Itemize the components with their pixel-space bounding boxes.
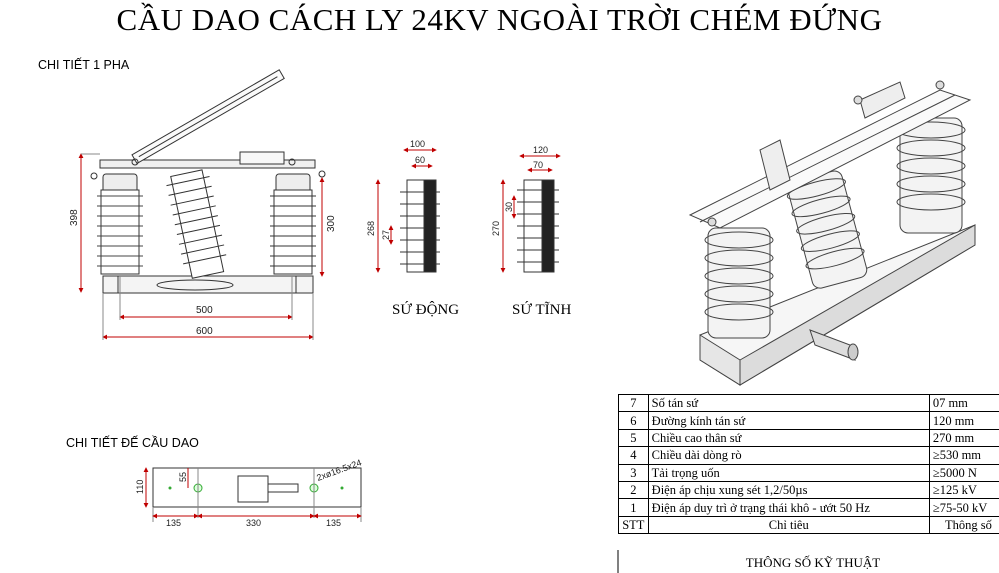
dim-base-left: 135 bbox=[166, 518, 181, 528]
specs-cell-criterion: Tải trọng uốn bbox=[647, 463, 930, 482]
dim-moving-width: 100 bbox=[410, 139, 425, 149]
specs-header-criterion: Chỉ tiêu bbox=[647, 515, 930, 535]
dim-insulator-height: 300 bbox=[326, 215, 337, 232]
specs-cell-criterion: Chiều cao thân sứ bbox=[647, 428, 930, 448]
specs-cell-criterion: Điện áp duy trì ở trạng thái khô - ướt 5… bbox=[647, 498, 930, 517]
right-insulator bbox=[270, 173, 316, 275]
page-title: CẦU DAO CÁCH LY 24KV NGOÀI TRỜI CHÉM ĐỨN… bbox=[116, 2, 883, 37]
specs-header-value: Thông số bbox=[928, 515, 999, 535]
label-moving-insulator: SỨ ĐỘNG bbox=[392, 302, 460, 318]
isometric-view bbox=[688, 80, 976, 386]
specs-cell-value: ≥5000 N bbox=[928, 463, 999, 482]
dim-moving-height: 268 bbox=[366, 221, 376, 236]
specs-cell-stt: 5 bbox=[618, 428, 649, 448]
specs-cell-stt: 6 bbox=[618, 411, 649, 430]
dim-fixed-height: 270 bbox=[491, 221, 501, 236]
dim-span: 500 bbox=[196, 305, 213, 316]
phase-front-view bbox=[78, 69, 326, 340]
dim-fixed-width: 120 bbox=[533, 145, 548, 155]
specs-cell-criterion: Số tán sứ bbox=[647, 393, 930, 413]
dim-fixed-sub: 30 bbox=[504, 202, 514, 212]
specs-cell-value: 270 mm bbox=[928, 428, 999, 448]
specs-cell-value: ≥75-50 kV bbox=[928, 498, 999, 517]
moving-insulator-view bbox=[375, 147, 440, 273]
base-detail-view bbox=[143, 467, 362, 522]
fixed-insulator-view bbox=[500, 153, 561, 273]
specs-cell-stt: 4 bbox=[618, 446, 649, 465]
specs-cell-value: ≥530 mm bbox=[928, 446, 999, 465]
dim-fixed-inner: 70 bbox=[533, 160, 543, 170]
section-title-phase: CHI TIẾT 1 PHA bbox=[38, 58, 130, 72]
specs-cell-criterion: Đường kính tán sứ bbox=[647, 411, 930, 430]
dim-moving-inner: 60 bbox=[415, 155, 425, 165]
specs-cell-value: 120 mm bbox=[928, 411, 999, 430]
dim-base-height: 110 bbox=[135, 480, 145, 494]
label-fixed-insulator: SỨ TĨNH bbox=[512, 302, 572, 318]
dim-base-slot: 55 bbox=[178, 472, 188, 482]
middle-insulator bbox=[166, 169, 227, 279]
specs-cell-value: ≥125 kV bbox=[928, 480, 999, 500]
dim-base-middle: 330 bbox=[246, 518, 261, 528]
specs-cell-criterion: Chiều dài dòng rò bbox=[647, 446, 930, 465]
specs-header-stt: STT bbox=[618, 515, 649, 535]
dim-base-width: 600 bbox=[196, 326, 213, 337]
specs-cell-criterion: Điện áp chịu xung sét 1,2/50µs bbox=[647, 480, 930, 500]
left-insulator bbox=[97, 173, 143, 275]
specs-cell-stt: 2 bbox=[618, 480, 649, 500]
dim-phase-height: 398 bbox=[69, 209, 80, 226]
section-title-base: CHI TIẾT ĐẾ CẦU DAO bbox=[66, 436, 199, 450]
specs-cell-stt: 7 bbox=[618, 393, 649, 413]
specs-cell-stt: 3 bbox=[618, 463, 649, 482]
dim-base-right: 135 bbox=[326, 518, 341, 528]
specs-caption: THÔNG SỐ KỸ THUẬT bbox=[745, 555, 881, 570]
specs-cell-value: 07 mm bbox=[928, 393, 999, 413]
specs-cell-stt: 1 bbox=[618, 498, 649, 517]
dim-moving-sub: 27 bbox=[381, 230, 391, 240]
